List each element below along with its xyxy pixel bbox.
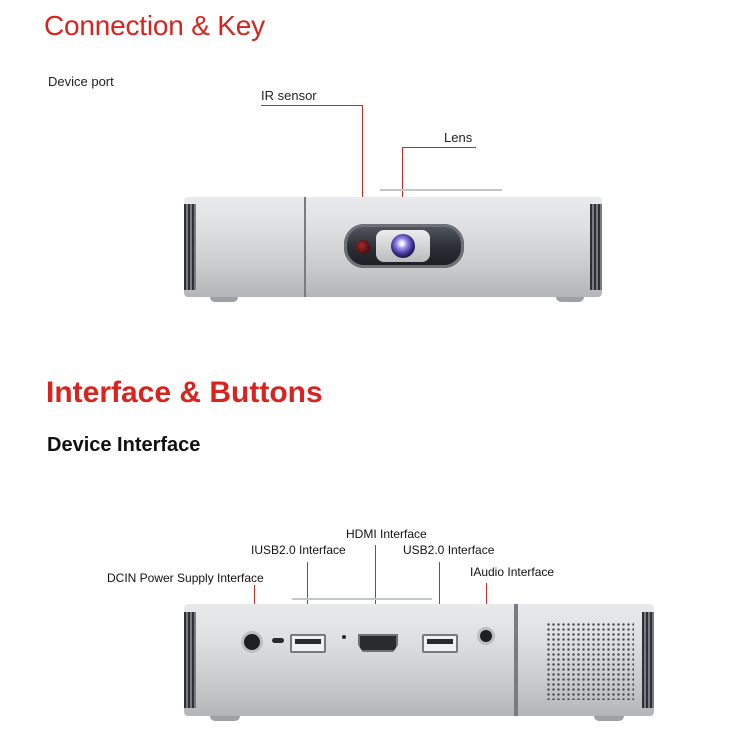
usb-left-label: IUSB2.0 Interface [251,543,346,557]
switch-icon [272,638,284,643]
dcin-label: DCIN Power Supply Interface [107,571,264,585]
ir-sensor-label: IR sensor [261,88,317,103]
usb-port-icon-right [422,634,458,653]
lens-leader-v [402,147,403,242]
right-vent-icon [590,204,602,290]
indicator-led-icon [342,635,346,639]
foot-left-rear [210,716,240,721]
projector-front-view [184,180,602,312]
foot-right-rear [594,716,624,721]
hdmi-label: HDMI Interface [346,527,427,541]
ir-sensor-leader-v [362,105,363,235]
left-vent-icon-rear [184,612,196,708]
usb-port-tongue [295,639,321,644]
lens-leader-h [402,147,476,148]
usb-port-icon [290,634,326,653]
ir-sensor-icon [356,240,370,254]
usb-right-leader [439,562,440,640]
left-vent-icon [184,204,196,290]
audio-label: IAudio Interface [470,565,555,579]
foot-right [556,297,584,302]
lens-icon [376,230,430,262]
section-title-connection: Connection & Key [44,10,265,41]
audio-jack-icon [480,630,492,642]
dc-in-port-icon [244,634,260,650]
lens-label: Lens [444,130,473,145]
ir-sensor-leader-h [261,105,363,106]
usb-port-tongue-right [427,639,453,644]
usb-left-leader [307,562,308,640]
section-title-interface: Interface & Buttons [46,376,323,409]
projector-rear-view [184,592,654,724]
body-seam-rear [514,604,518,716]
device-interface-subtitle: Device Interface [47,434,201,456]
usb-right-label: USB2.0 Interface [403,543,495,557]
speaker-grill-icon [546,622,634,700]
body-seam [304,197,306,297]
lens-window [344,224,464,268]
hdmi-leader [375,545,376,640]
hdmi-port-icon [358,634,398,652]
top-edge-marks-rear [292,598,432,600]
lens-glass [391,234,415,258]
device-port-label: Device port [48,74,114,89]
foot-left [210,297,238,302]
right-vent-icon-rear [642,612,654,708]
top-edge-marks [380,189,502,191]
